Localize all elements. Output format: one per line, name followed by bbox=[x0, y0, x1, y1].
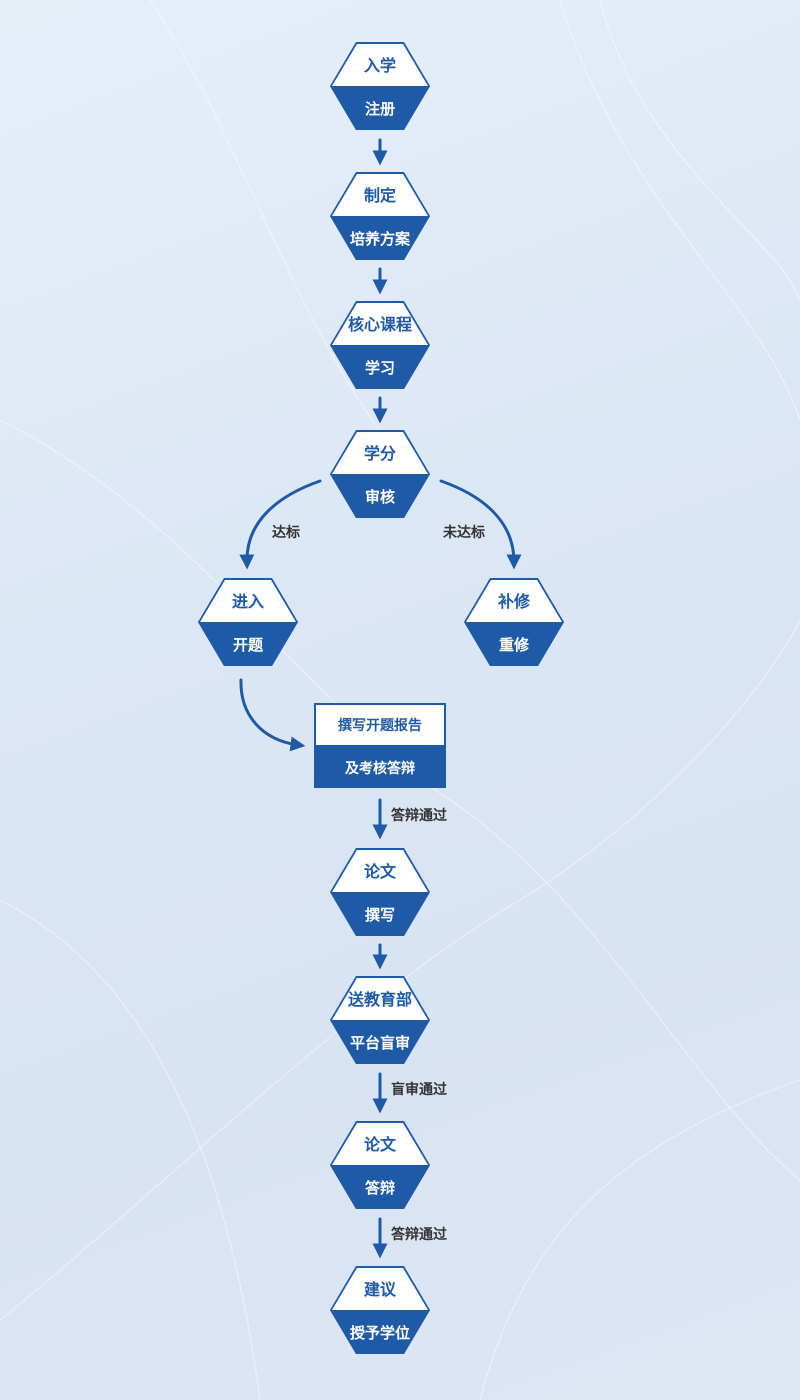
step-title: 论文 bbox=[363, 1135, 396, 1154]
step-title: 进入 bbox=[231, 592, 264, 611]
step-subtitle: 审核 bbox=[364, 487, 395, 506]
step-subtitle: 培养方案 bbox=[349, 229, 410, 248]
step-title: 入学 bbox=[363, 56, 396, 75]
step-enrollment-registration: 入学 注册 bbox=[330, 42, 430, 130]
step-subtitle: 撰写 bbox=[364, 905, 395, 924]
arrow-branch-pass bbox=[239, 479, 322, 570]
step-subtitle: 答辩 bbox=[364, 1178, 395, 1197]
step-proposal-report: 撰写开题报告 及考核答辩 bbox=[314, 703, 446, 788]
edge-label-defense-pass-1: 答辩通过 bbox=[391, 808, 447, 824]
step-title: 送教育部 bbox=[347, 990, 412, 1009]
step-degree-conferral: 建议 授予学位 bbox=[330, 1266, 430, 1354]
step-subtitle: 及考核答辩 bbox=[345, 760, 415, 777]
arrow-to-report bbox=[239, 678, 306, 752]
step-subtitle: 授予学位 bbox=[349, 1323, 410, 1342]
step-title: 核心课程 bbox=[347, 315, 412, 334]
step-title: 制定 bbox=[363, 186, 396, 205]
step-subtitle: 重修 bbox=[498, 635, 529, 654]
step-title: 撰写开题报告 bbox=[316, 705, 444, 745]
step-subtitle: 平台盲审 bbox=[349, 1033, 410, 1052]
step-subtitle: 注册 bbox=[364, 99, 395, 118]
edge-label-defense-pass-2: 答辩通过 bbox=[391, 1227, 447, 1243]
edge-label-blind-review-pass: 盲审通过 bbox=[391, 1082, 447, 1098]
step-title: 建议 bbox=[363, 1280, 396, 1299]
edge-label-pass: 达标 bbox=[272, 525, 300, 541]
step-title: 补修 bbox=[497, 592, 530, 611]
edge-label-fail: 未达标 bbox=[443, 525, 485, 541]
step-subtitle: 开题 bbox=[232, 635, 263, 654]
arrow-branch-fail bbox=[439, 479, 522, 570]
step-title: 论文 bbox=[363, 862, 396, 881]
step-title: 学分 bbox=[363, 444, 396, 463]
step-subtitle: 学习 bbox=[364, 358, 395, 377]
